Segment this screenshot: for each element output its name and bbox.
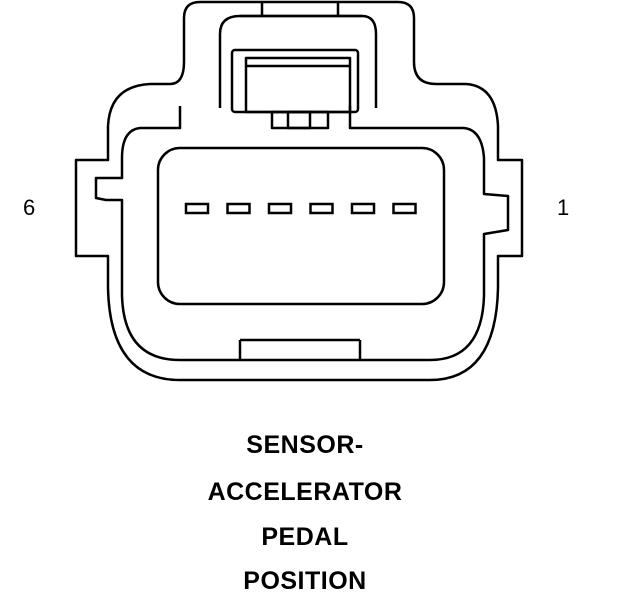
pin-slot-2 <box>350 202 376 215</box>
terminal-cavity <box>156 146 446 306</box>
pin-slot-5 <box>226 202 251 215</box>
pin-slot-4 <box>267 202 293 215</box>
connector-housing-inner <box>94 106 510 362</box>
locking-nub-center <box>286 110 312 130</box>
locking-nub <box>270 110 330 130</box>
caption-line-2: ACCELERATOR <box>207 478 403 506</box>
latch-window <box>230 48 360 114</box>
pin-6-label: 6 <box>23 195 36 220</box>
pin-slot-6 <box>184 202 210 215</box>
pin-slot-1 <box>392 202 417 215</box>
connector-housing-outline <box>74 0 524 382</box>
caption-line-4: POSITION <box>243 567 367 595</box>
caption-line-1: SENSOR- <box>246 431 364 459</box>
pin-slot-3 <box>309 202 334 215</box>
pin-1-label: 1 <box>557 195 570 220</box>
latch-frame <box>218 14 378 108</box>
caption-line-3: PEDAL <box>261 523 349 551</box>
terminal-pins <box>184 202 417 215</box>
